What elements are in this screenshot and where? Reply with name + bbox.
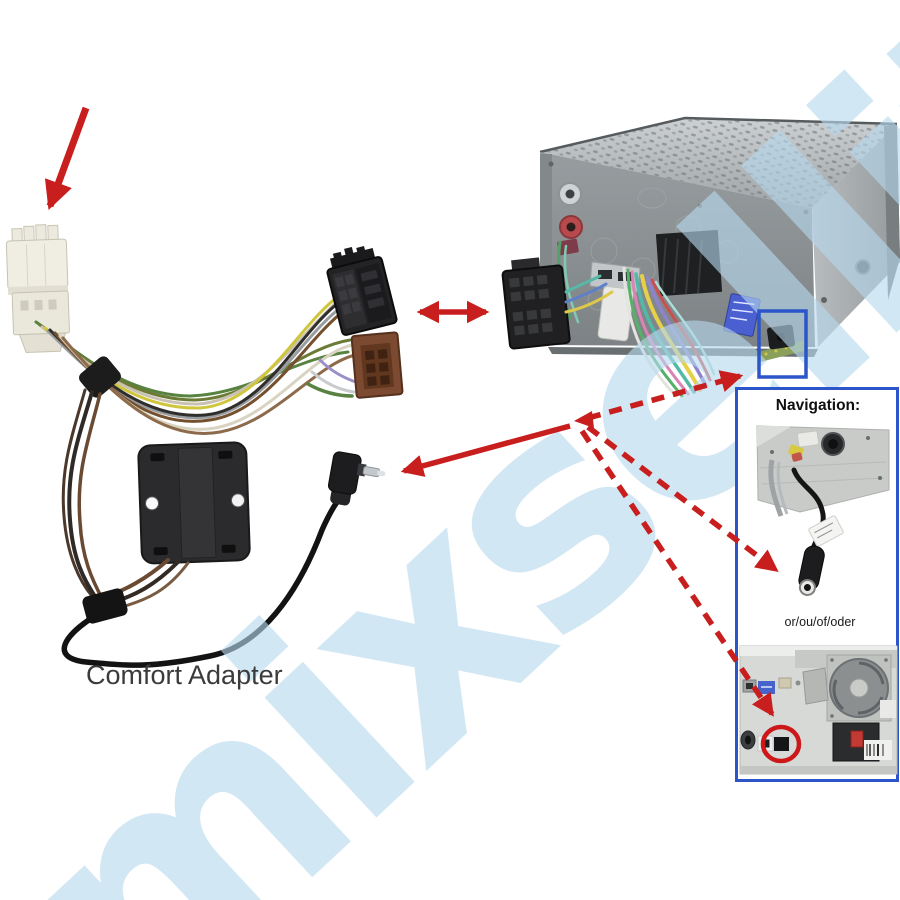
dashed-arrow-to-rear-port (579, 429, 775, 717)
iso-connector-brown (350, 331, 404, 399)
harness-down-branch (61, 388, 105, 602)
side-label (880, 700, 896, 718)
arrow-annotations (44, 106, 779, 717)
power-switch-red (850, 730, 864, 748)
radio-bottom-edge (548, 347, 818, 357)
rca-jack-red-center (566, 222, 576, 232)
iso-block-wires (564, 274, 614, 314)
dashed-arrow-to-barrel-connector (586, 424, 779, 573)
white-vehicle-connector (5, 224, 70, 353)
radio-top-edge (539, 116, 898, 154)
heatsink-fins (661, 237, 703, 295)
radio-front-lip (884, 124, 900, 300)
nav-gray-ribbon (768, 459, 784, 517)
mount-hole-right (230, 493, 245, 508)
radio-right-face (812, 124, 900, 347)
port-beige (778, 677, 792, 689)
aux-port-hole (777, 333, 785, 341)
pcb-edge (758, 340, 808, 362)
rear-socket-slot-1 (598, 270, 612, 279)
circled-optical-port (774, 737, 789, 751)
jack-cable (61, 493, 345, 668)
mount-hole-left (145, 496, 160, 511)
navigation-inset-panel: Navigation: (735, 387, 899, 782)
cable-label (808, 515, 844, 547)
aux-port-highlight-box (757, 309, 808, 379)
radio-wire-loom (622, 266, 716, 398)
navigation-title: Navigation: (776, 397, 860, 414)
iso-pin-grid (508, 274, 553, 336)
nav-red-plug (791, 452, 803, 462)
comfort-adapter-module (137, 441, 251, 565)
barrel-connector (798, 545, 825, 597)
harness-tape-wrap (79, 356, 121, 398)
iso-brown-holes (364, 349, 390, 386)
or-multilanguage-label: or/ou/of/oder (785, 615, 856, 629)
radio-top-vents (540, 118, 897, 208)
radio-iso-connector (501, 257, 571, 350)
red-circle-highlight (760, 724, 802, 764)
quadlock-connector (326, 246, 398, 336)
pcb-pad (774, 349, 778, 353)
comfort-adapter-label: Comfort Adapter (86, 660, 283, 690)
pcb-pad (764, 352, 768, 356)
nav-unit-photo (756, 425, 890, 597)
arrow-to-vehicle-connector (44, 106, 90, 211)
quadlock-pins (334, 273, 362, 315)
rca-jack-white-center (565, 189, 575, 199)
jack-plug (327, 451, 386, 506)
radio-head-unit (539, 116, 900, 398)
maroon-plug (557, 238, 579, 256)
antenna-socket (855, 259, 871, 275)
arrow-hub-to-jack (400, 423, 571, 477)
blue-label-sticker (723, 293, 761, 337)
dashed-arrow-to-aux-port (587, 370, 744, 421)
nav-white-plug (796, 430, 820, 448)
nav-rear-panel-photo (739, 645, 898, 775)
